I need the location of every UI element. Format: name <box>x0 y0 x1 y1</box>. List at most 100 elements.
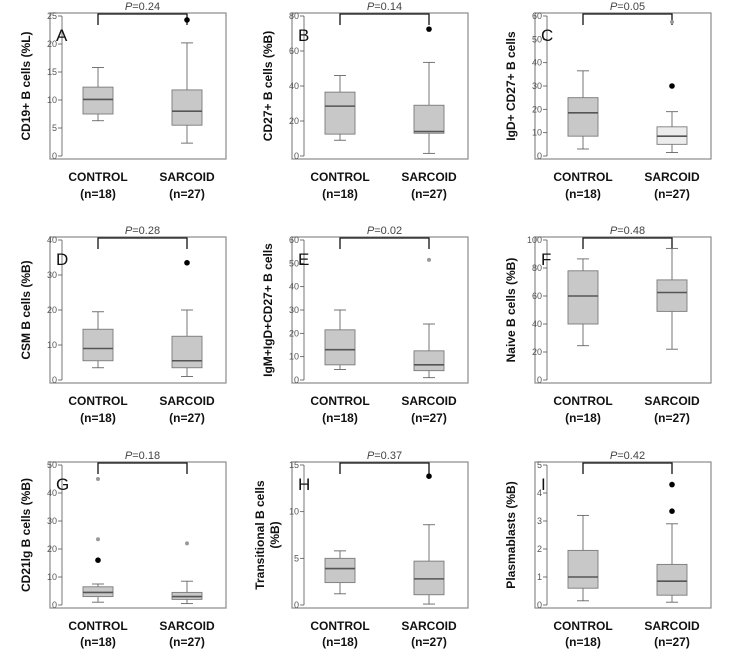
y-tick-label: 20 <box>289 328 299 338</box>
outlier-point <box>184 17 190 23</box>
category-label: CONTROL <box>310 170 369 184</box>
y-axis-label: CD19+ B cells (%L) <box>19 31 33 140</box>
iqr-box <box>413 350 445 372</box>
y-tick-label: 4 <box>537 488 542 498</box>
iqr-box <box>656 563 688 596</box>
category-label: CONTROL <box>68 170 127 184</box>
y-tick-label: 0 <box>52 151 57 161</box>
outlier-point <box>669 83 675 89</box>
category-n-label: (n=27) <box>654 635 690 649</box>
y-tick-label: 20 <box>47 39 57 49</box>
category-n-label: (n=27) <box>654 411 690 425</box>
y-tick-label: 0 <box>294 600 299 610</box>
box-sarcoid <box>171 541 203 605</box>
category-n-label: (n=27) <box>411 635 447 649</box>
outlier-point <box>670 19 674 24</box>
category-label: SARCOID <box>159 619 215 633</box>
category-n-label: (n=27) <box>654 187 690 201</box>
category-label: CONTROL <box>68 394 127 408</box>
panel-letter: B <box>298 26 309 45</box>
iqr-box <box>171 335 203 369</box>
p-value-label: P=0.02 <box>367 225 402 237</box>
significance-bracket <box>339 462 430 474</box>
iqr-box <box>413 560 445 596</box>
y-axis-label: Naive B cells (%B) <box>504 258 518 363</box>
category-n-label: (n=18) <box>322 187 358 201</box>
box-control <box>324 550 356 595</box>
y-tick-label: 0 <box>537 375 542 385</box>
y-tick-label: 40 <box>47 235 57 245</box>
category-n-label: (n=18) <box>80 411 116 425</box>
y-tick-label: 100 <box>527 235 542 245</box>
iqr-box <box>413 104 445 134</box>
category-label: SARCOID <box>644 170 700 184</box>
box-sarcoid <box>413 257 445 379</box>
y-tick-label: 50 <box>289 258 299 268</box>
y-axis-label: CD27+ B cells (%B) <box>261 31 275 141</box>
y-tick-label: 40 <box>532 319 542 329</box>
y-tick-label: 30 <box>532 81 542 91</box>
iqr-box <box>324 91 356 135</box>
y-tick-label: 15 <box>289 460 299 470</box>
box-control <box>567 70 599 150</box>
y-tick-label: 40 <box>289 81 299 91</box>
significance-bracket <box>339 237 430 249</box>
y-tick-label: 30 <box>289 305 299 315</box>
y-tick-label: 5 <box>537 460 542 470</box>
y-tick-label: 60 <box>532 11 542 21</box>
y-tick-label: 40 <box>532 58 542 68</box>
iqr-box <box>567 270 599 325</box>
y-axis-label-line2: (%B) <box>268 521 282 548</box>
iqr-box <box>567 97 599 137</box>
y-tick-label: 20 <box>532 347 542 357</box>
box-sarcoid <box>656 481 688 603</box>
panel-letter: C <box>541 26 553 45</box>
outlier-point <box>427 257 431 262</box>
significance-bracket <box>582 237 673 249</box>
category-n-label: (n=18) <box>565 187 601 201</box>
iqr-box <box>171 89 203 126</box>
box-sarcoid <box>413 26 445 154</box>
p-value-label: P=0.24 <box>125 1 160 13</box>
y-axis-label: IgM+IgD+CD27+ B cells <box>261 243 275 377</box>
box-sarcoid <box>171 17 203 144</box>
y-tick-label: 10 <box>47 95 57 105</box>
iqr-box <box>567 549 599 589</box>
y-tick-label: 1 <box>537 572 542 582</box>
y-axis-label: Plasmablasts (%B) <box>504 481 518 588</box>
y-tick-label: 5 <box>294 553 299 563</box>
y-axis-label: CD21lg B cells (%B) <box>19 478 33 592</box>
category-n-label: (n=27) <box>411 187 447 201</box>
panel-letter: G <box>56 475 69 494</box>
box-control <box>567 514 599 602</box>
y-tick-label: 0 <box>52 600 57 610</box>
outlier-point <box>184 259 190 266</box>
y-tick-label: 0 <box>294 375 299 385</box>
y-tick-label: 20 <box>289 116 299 126</box>
y-tick-label: 10 <box>47 340 57 350</box>
category-n-label: (n=27) <box>169 635 205 649</box>
p-value-label: P=0.28 <box>125 225 160 237</box>
significance-bracket <box>339 13 430 25</box>
p-value-label: P=0.18 <box>125 450 160 462</box>
y-tick-label: 80 <box>289 11 299 21</box>
y-tick-label: 30 <box>47 270 57 280</box>
y-tick-label: 60 <box>289 46 299 56</box>
category-label: SARCOID <box>401 394 457 408</box>
category-label: CONTROL <box>310 619 369 633</box>
box-control <box>324 75 356 141</box>
y-axis-label: IgD+ CD27+ B cells <box>504 31 518 141</box>
category-n-label: (n=18) <box>80 635 116 649</box>
y-tick-label: 25 <box>47 11 57 21</box>
plot-frame <box>291 12 469 160</box>
box-control <box>82 67 114 122</box>
plot-frame <box>49 461 227 609</box>
y-tick-label: 0 <box>537 151 542 161</box>
box-sarcoid <box>656 19 688 153</box>
outlier-point <box>426 26 432 32</box>
